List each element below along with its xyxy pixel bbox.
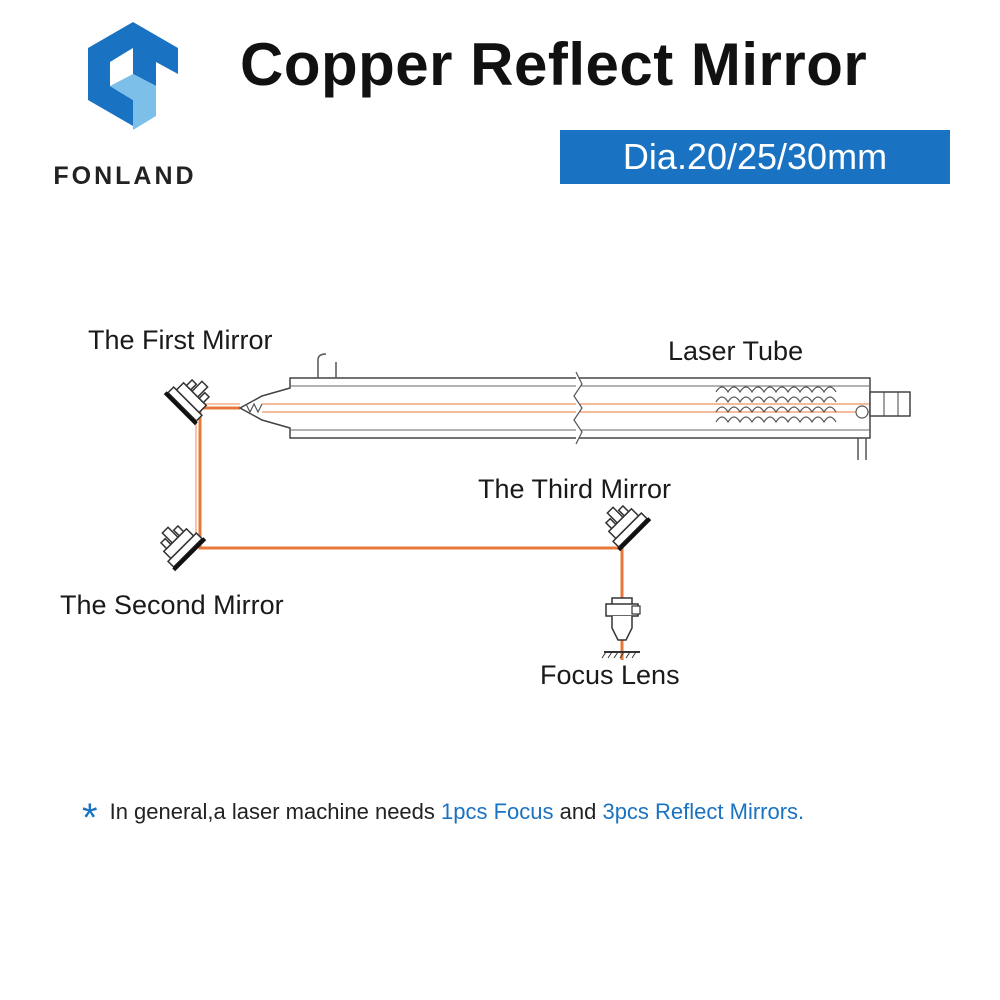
beam-path [198,406,624,660]
label-laser-tube: Laser Tube [668,336,803,366]
focus-lens-icon [601,597,641,659]
beam-glow [195,403,240,544]
footnote: * In general,a laser machine needs 1pcs F… [82,796,982,841]
laser-beam [195,403,624,660]
asterisk-icon: * [82,796,98,840]
brand-name: FONLAND [53,162,197,190]
first-mirror-icon [165,369,220,424]
label-second-mirror: The Second Mirror [60,590,284,620]
page-title: Copper Reflect Mirror [240,31,868,98]
note-text-1: In general,a laser machine needs [109,799,442,824]
diameter-badge: Dia.20/25/30mm [560,130,950,184]
note-highlight-focus: 1pcs Focus [441,799,554,824]
note-highlight-mirrors: 3pcs Reflect Mirrors. [602,799,805,824]
laser-tube-icon [238,353,911,460]
fonland-logo-icon [88,22,178,130]
label-first-mirror: The First Mirror [88,325,273,355]
label-focus-lens: Focus Lens [540,660,680,690]
brand-logo: FONLAND [30,22,220,192]
label-third-mirror: The Third Mirror [478,474,671,504]
note-text-2: and [553,799,603,824]
